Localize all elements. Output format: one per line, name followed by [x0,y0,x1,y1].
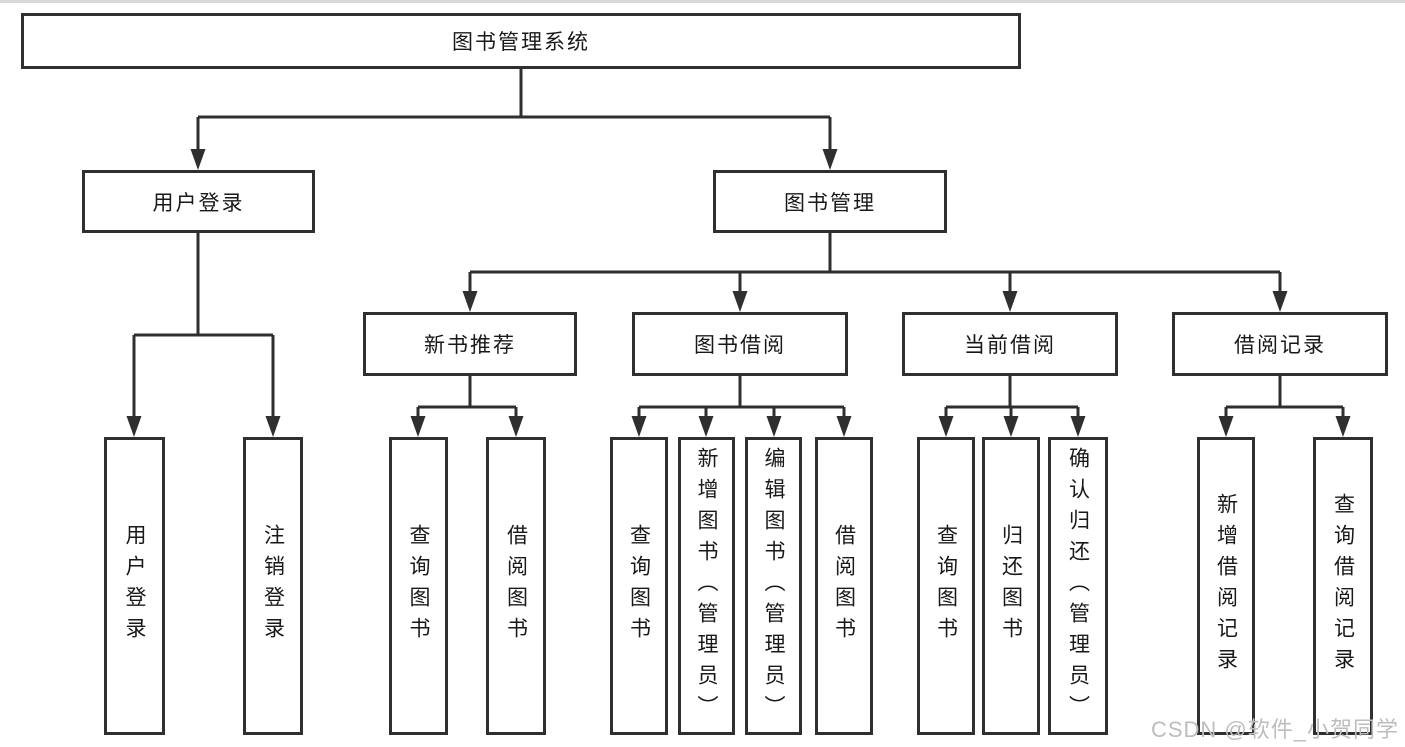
node-book-borrow: 图书借阅 [632,312,848,376]
node-user-login-label: 用户登录 [152,191,245,215]
node-root-system: 图书管理系统 [21,13,1021,69]
leaf-borrow-query-books-label: 查询图书 [627,524,651,648]
leaf-newbook-borrow-books: 借阅图书 [486,437,546,735]
arrowhead-icon [410,416,426,437]
page-top-edge [0,0,1405,3]
leaf-borrow-query-books: 查询图书 [610,437,668,735]
node-current-borrow: 当前借阅 [902,312,1118,376]
leaf-record-query-record-label: 查询借阅记录 [1331,493,1355,679]
node-new-book-recommend: 新书推荐 [363,312,577,376]
connector-newbook-to-children [416,376,518,418]
node-root-system-label: 图书管理系统 [452,31,590,54]
node-new-book-recommend-label: 新书推荐 [424,334,516,357]
arrowhead-icon [732,291,748,312]
leaf-current-query-books: 查询图书 [917,437,975,735]
connector-root-to-level2 [196,69,832,151]
node-book-borrow-label: 图书借阅 [694,334,786,357]
arrowhead-icon [766,416,782,437]
connector-bookborrow-to-children [637,376,846,418]
arrowhead-icon [836,416,852,437]
leaf-logout-label: 注销登录 [261,524,285,648]
arrowhead-icon [1335,416,1351,437]
arrowhead-icon [938,416,954,437]
leaf-current-confirm-return-admin: 确认归还（管理员） [1048,437,1108,735]
leaf-borrow-edit-books-admin: 编辑图书（管理员） [745,437,802,735]
leaf-current-confirm-return-admin-label: 确认归还（管理员） [1066,446,1090,726]
node-book-management: 图书管理 [713,170,947,233]
leaf-record-add-record-label: 新增借阅记录 [1214,493,1238,679]
arrowhead-icon [1003,416,1019,437]
connector-borrowrecord-to-children [1224,376,1345,418]
node-borrow-record: 借阅记录 [1172,312,1388,376]
leaf-borrow-borrow-books: 借阅图书 [815,437,873,735]
connector-bookmgmt-to-level3 [468,233,1282,293]
connector-userlogin-to-children [132,233,275,418]
arrowhead-icon [1218,416,1234,437]
leaf-current-query-books-label: 查询图书 [934,524,958,648]
connector-currentborrow-to-children [944,376,1080,418]
leaf-current-return-books: 归还图书 [982,437,1040,735]
arrowhead-icon [190,149,206,170]
csdn-watermark: CSDN @软件_小贺同学 [1150,717,1399,742]
leaf-borrow-borrow-books-label: 借阅图书 [832,524,856,648]
arrowhead-icon [462,291,478,312]
leaf-record-add-record: 新增借阅记录 [1197,437,1255,735]
node-user-login: 用户登录 [82,170,315,233]
node-current-borrow-label: 当前借阅 [964,334,1056,357]
leaf-user-login: 用户登录 [104,437,165,735]
node-book-management-label: 图书管理 [784,191,876,215]
node-borrow-record-label: 借阅记录 [1234,334,1326,357]
arrowhead-icon [698,416,714,437]
arrowhead-icon [631,416,647,437]
arrowhead-icon [822,149,838,170]
leaf-current-return-books-label: 归还图书 [999,524,1023,648]
leaf-newbook-query-books-label: 查询图书 [407,524,430,648]
arrowhead-icon [126,416,142,437]
leaf-newbook-query-books: 查询图书 [389,437,448,735]
leaf-borrow-edit-books-admin-label: 编辑图书（管理员） [762,446,785,726]
leaf-record-query-record: 查询借阅记录 [1313,437,1373,735]
leaf-borrow-add-books-admin: 新增图书（管理员） [678,437,735,735]
arrowhead-icon [1272,291,1288,312]
leaf-user-login-label: 用户登录 [123,524,146,648]
arrowhead-icon [508,416,524,437]
arrowhead-icon [1070,416,1086,437]
arrowhead-icon [1002,291,1018,312]
leaf-borrow-add-books-admin-label: 新增图书（管理员） [695,446,718,726]
leaf-logout: 注销登录 [243,437,303,735]
leaf-newbook-borrow-books-label: 借阅图书 [504,524,528,648]
arrowhead-icon [265,416,281,437]
